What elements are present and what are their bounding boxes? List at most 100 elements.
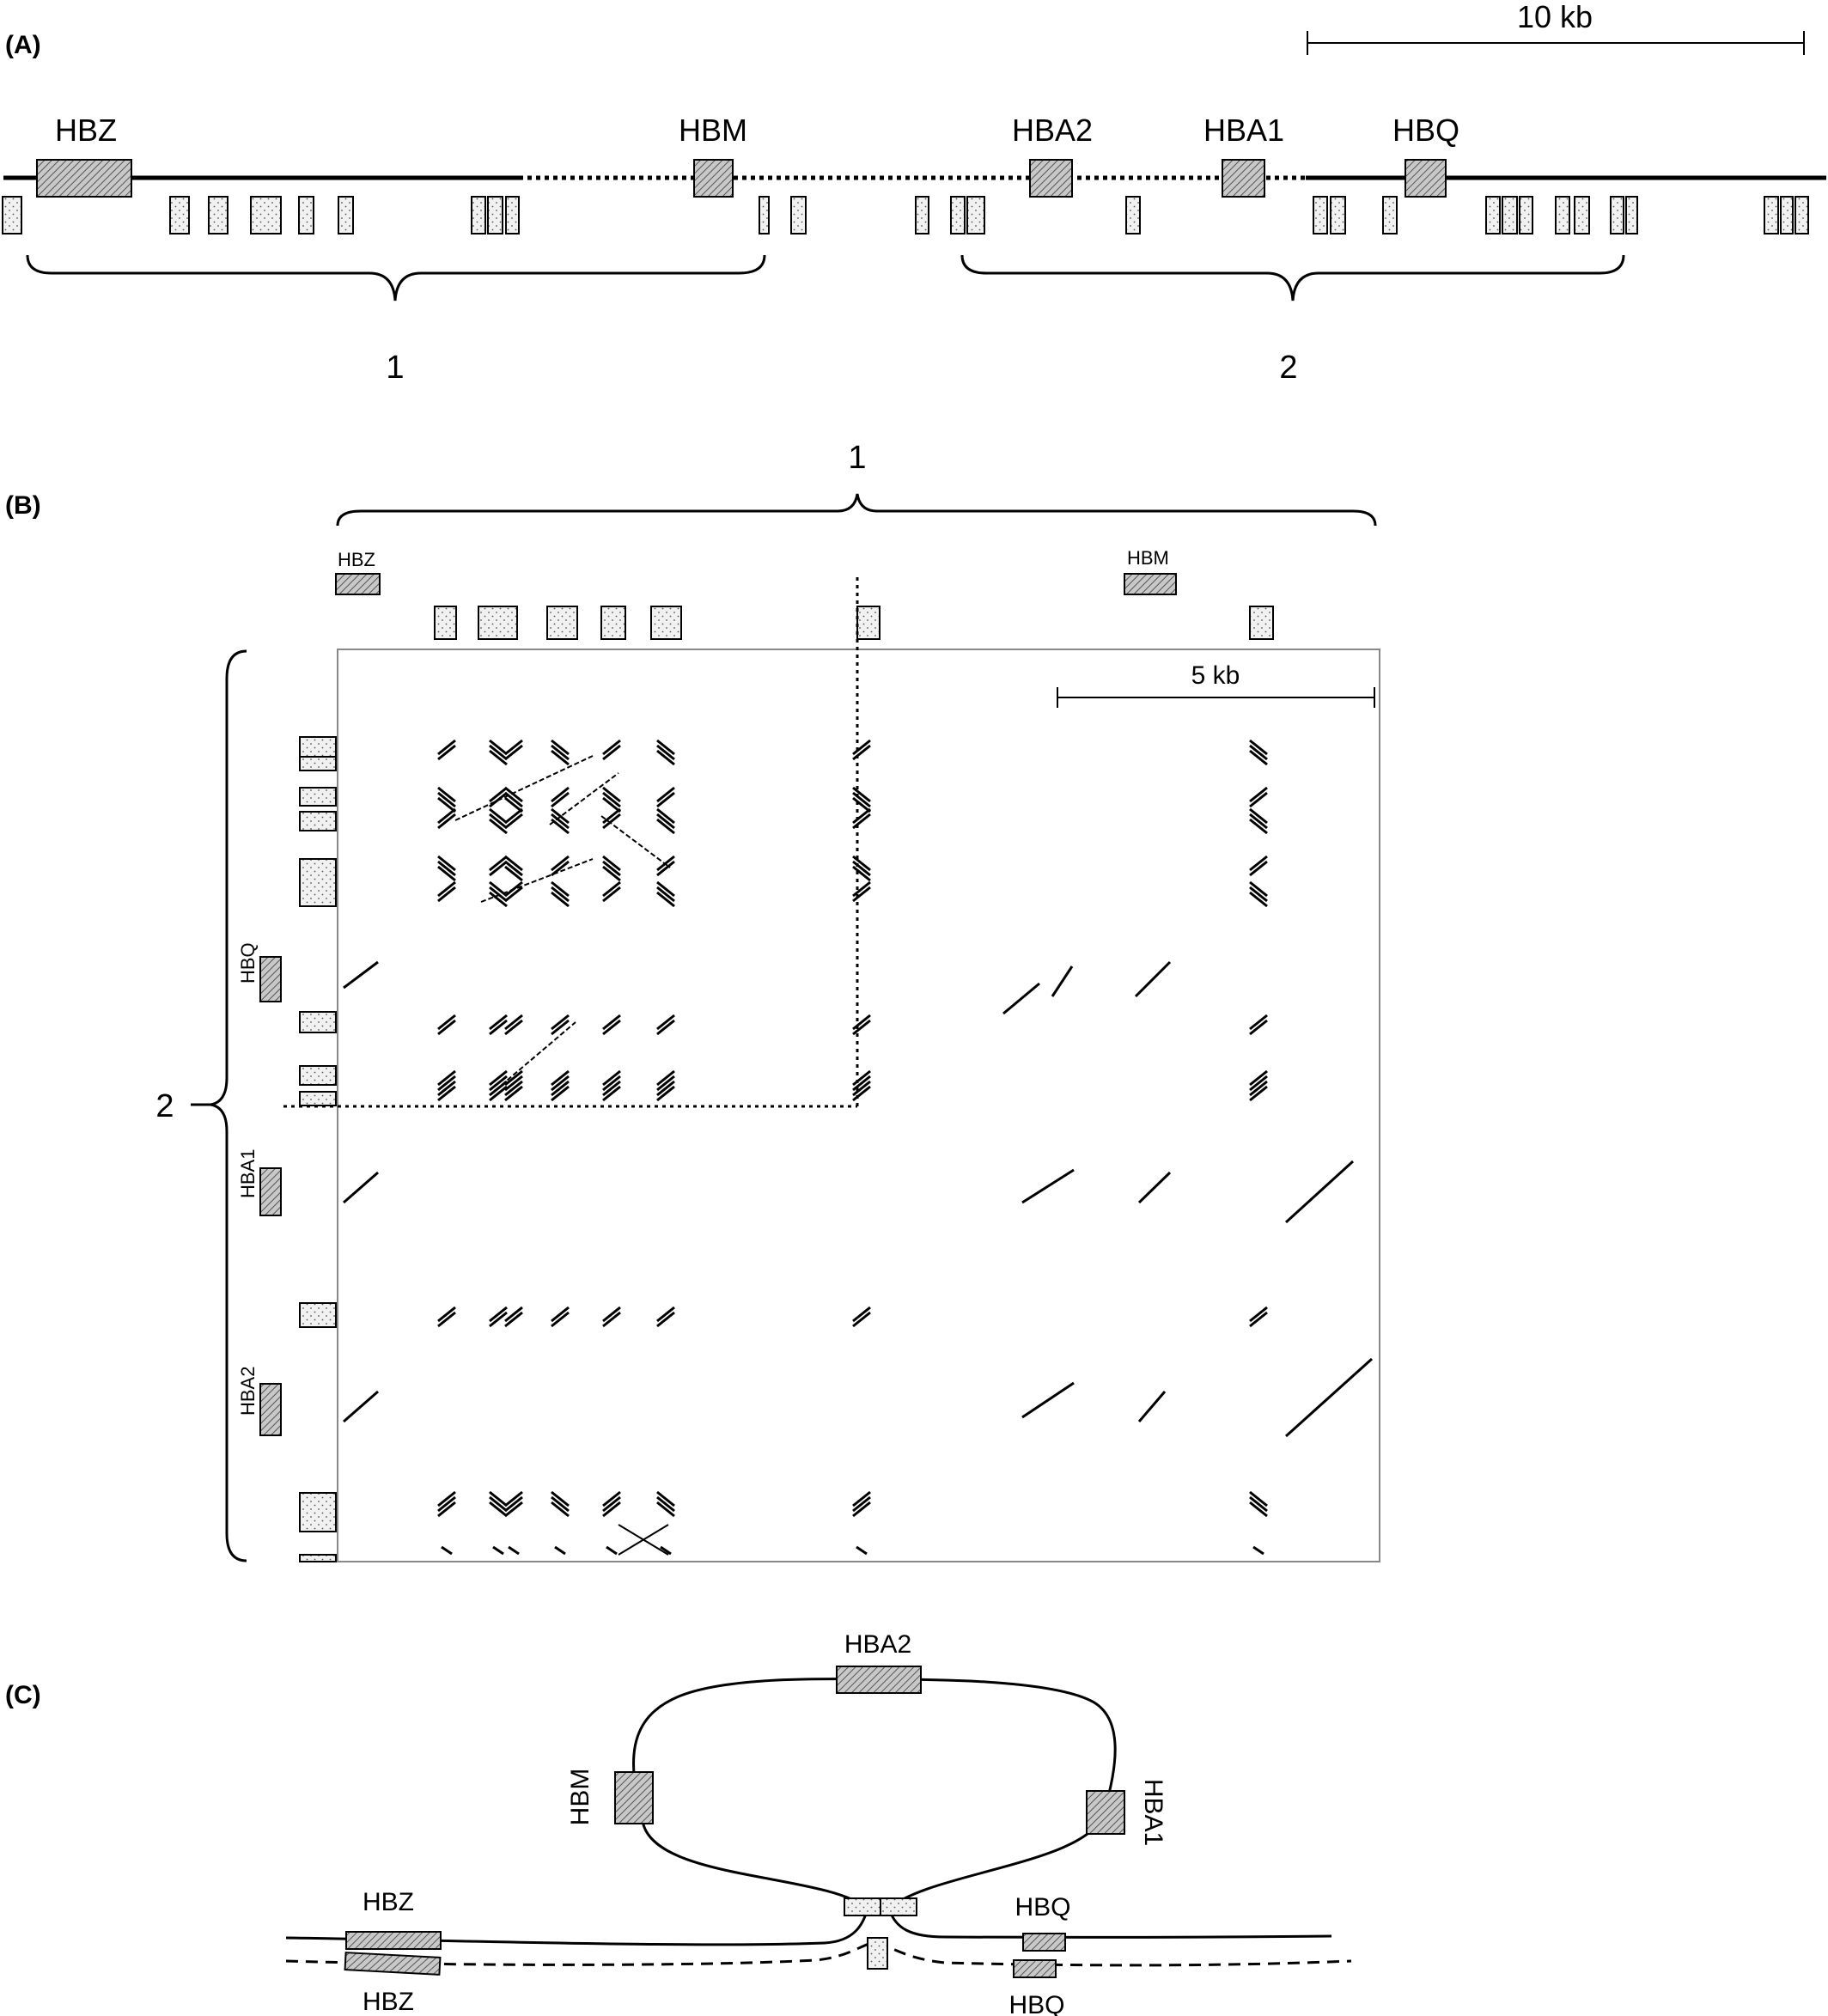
hit-segment [504, 865, 523, 882]
hit-segment [1137, 1391, 1167, 1422]
hit-segment [1284, 1160, 1355, 1224]
dotplot-hits [343, 739, 1374, 1556]
hit-segment [437, 1085, 456, 1102]
hit-segment [437, 855, 456, 872]
gene-label-hba2-left: HBA2 [237, 1367, 259, 1416]
hit-segment [602, 813, 621, 830]
hit-segment [602, 880, 621, 898]
hit-segment [551, 739, 570, 756]
scale-5kb-label: 5 kb [1191, 661, 1240, 690]
hit-segment [606, 1545, 618, 1556]
hit-segment [551, 1085, 570, 1102]
hit-segment [437, 1311, 456, 1328]
hit-segment [656, 1306, 675, 1323]
hit-segment [852, 860, 871, 877]
hit-segment [1249, 891, 1268, 908]
hit-segment [343, 1390, 379, 1423]
hit-segment [656, 1014, 675, 1031]
hit-segment [1249, 807, 1268, 825]
hit-segment [656, 1311, 675, 1328]
panel-b: (B) 1 2 HBZ HBM HBQ HBA1 HBA2 [5, 440, 1380, 1562]
hit-segment [551, 1495, 570, 1513]
hit-segment [852, 739, 871, 756]
hit-segment [656, 1069, 675, 1087]
hit-segment [492, 1545, 504, 1556]
gene-box-hba2-left [259, 1383, 282, 1436]
hit-segment [489, 886, 508, 903]
hit-segment [508, 1545, 520, 1556]
hit-segment [656, 807, 675, 825]
hit-segment [1284, 1357, 1374, 1438]
hit-segment [852, 1019, 871, 1036]
hit-segment [551, 818, 570, 835]
hit-segment [852, 1311, 871, 1328]
gene-box-hba1-left [259, 1167, 282, 1216]
hit-segment [1249, 1501, 1268, 1518]
gene-box-hbz-c-lower [344, 1952, 442, 1976]
hit-segment [504, 1311, 523, 1328]
brace-left-label: 2 [155, 1088, 174, 1124]
hit-segment [551, 744, 570, 761]
hit-segment [504, 1501, 523, 1518]
hit-segment [856, 1545, 868, 1556]
hit-segment [852, 807, 871, 825]
hit-segment [551, 886, 570, 903]
hit-segment [852, 886, 871, 903]
repeat-center-left [844, 1897, 881, 1916]
hit-segment [656, 1085, 675, 1102]
hit-segment [489, 1311, 508, 1328]
hit-segment [551, 791, 570, 808]
hit-segment [551, 749, 570, 766]
hit-segment [489, 744, 508, 761]
hit-segment [489, 749, 508, 766]
hit-segment [437, 786, 456, 803]
hit-segment [551, 1014, 570, 1031]
hit-segment [852, 791, 871, 808]
panel-a: (A) 10 kb HBZ HBM HBA2 HBA1 HBQ [2, 0, 1826, 386]
brace-1 [26, 254, 766, 301]
hit-segment [1249, 1080, 1268, 1097]
repeat-center-lower [867, 1937, 888, 1970]
hit-segment [551, 1080, 570, 1097]
panel-c-label: (C) [5, 1681, 41, 1709]
hit-segment [602, 739, 621, 756]
hit-segment [504, 807, 523, 825]
hit-segment [437, 1075, 456, 1092]
hit-segment [437, 791, 456, 808]
hit-segment [602, 1085, 621, 1102]
hit-segment [602, 786, 621, 803]
hit-segment [437, 739, 456, 756]
hit-segment [852, 1306, 871, 1323]
hit-segment [489, 818, 508, 835]
hit-segment [1249, 813, 1268, 830]
hit-segment [1249, 1014, 1268, 1031]
hit-segment [1249, 749, 1268, 766]
hit-segment [1249, 744, 1268, 761]
hit-segment [437, 860, 456, 877]
hit-segment [1051, 965, 1074, 997]
hit-segment [441, 1545, 453, 1556]
hit-segment [504, 786, 523, 803]
gene-label-hbz-c-upper: HBZ [363, 1888, 414, 1916]
brace-label-2: 2 [1279, 350, 1297, 386]
hit-segment [1021, 1168, 1075, 1204]
hit-segment [489, 1085, 508, 1102]
hit-segment [656, 749, 675, 766]
hit-segment [656, 1495, 675, 1513]
hit-segment [852, 796, 871, 813]
hit-segment [504, 1085, 523, 1102]
hit-segment [660, 1545, 672, 1556]
hit-segment [437, 1490, 456, 1507]
hit-segment [1249, 1069, 1268, 1087]
hit-segment [656, 813, 675, 830]
gene-label-hba1-left: HBA1 [237, 1149, 259, 1198]
hit-segment [489, 1495, 508, 1513]
hit-segment [489, 813, 508, 830]
hit-segment [343, 960, 379, 990]
hit-segment [656, 1019, 675, 1036]
gene-box-hba1 [1222, 159, 1265, 198]
hit-segment [602, 1306, 621, 1323]
hit-segment [602, 1069, 621, 1087]
brace-2 [960, 254, 1625, 301]
hit-segment [656, 818, 675, 835]
